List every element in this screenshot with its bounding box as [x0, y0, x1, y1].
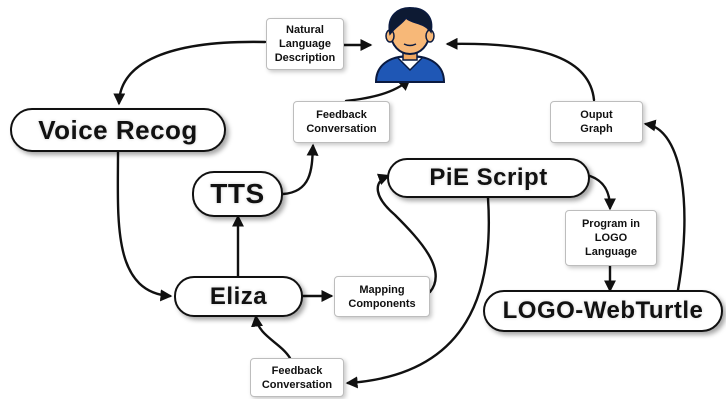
- eliza-node: Eliza: [174, 276, 303, 317]
- arrow-logo-webturtle-to-output-graph: [643, 119, 686, 292]
- user-mouth: [403, 43, 417, 47]
- arrow-output-graph-to-user: [445, 37, 596, 102]
- tts-node: TTS: [192, 171, 283, 217]
- mapping-components-note: Mapping Components: [334, 276, 430, 317]
- eliza-label: Eliza: [209, 282, 268, 310]
- user-avatar-icon: [374, 7, 446, 83]
- output-graph-note: Ouput Graph: [550, 101, 643, 143]
- arrow-feedback-top-to-user: [344, 78, 411, 103]
- pie-script-label: PiE Script: [429, 164, 548, 191]
- arrow-pie-script-to-feedback-bottom: [345, 196, 490, 389]
- feedback-conversation-bottom-note: Feedback Conversation: [250, 358, 344, 397]
- program-in-logo-language-note: Program in LOGO Language: [565, 210, 657, 266]
- logo-webturtle-node: LOGO-WebTurtle: [483, 290, 723, 332]
- natural-language-description-note: Natural Language Description: [266, 18, 344, 70]
- feedback-conversation-top-note: Feedback Conversation: [293, 101, 390, 143]
- tts-label: TTS: [210, 178, 265, 209]
- pie-script-node: PiE Script: [387, 158, 590, 198]
- logo-webturtle-label: LOGO-WebTurtle: [502, 297, 704, 324]
- arrow-pie-script-to-program: [588, 174, 616, 211]
- arrow-voice-recog-to-eliza: [116, 150, 173, 302]
- voice-recog-label: Voice Recog: [38, 115, 198, 145]
- voice-recog-node: Voice Recog: [10, 108, 226, 152]
- arrow-feedback-bottom-to-eliza: [251, 314, 292, 360]
- arrow-tts-to-feedback-top: [281, 143, 319, 196]
- user-collar: [397, 57, 423, 72]
- user-hair: [388, 7, 433, 36]
- arrow-mapping-to-pie-script: [376, 173, 437, 294]
- arrow-description-to-voice-recog: [113, 40, 267, 106]
